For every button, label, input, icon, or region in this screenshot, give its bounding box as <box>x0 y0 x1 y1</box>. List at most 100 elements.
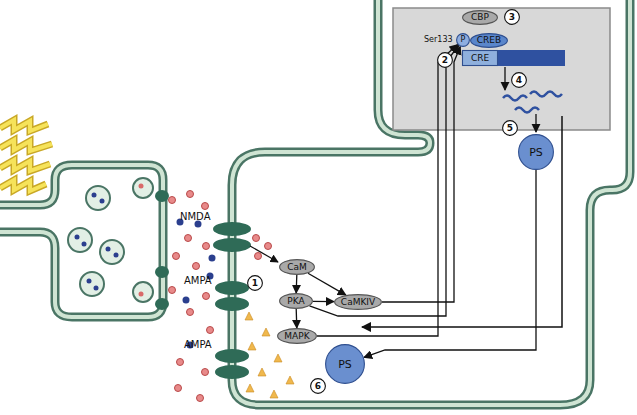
protein-triangle <box>274 354 282 362</box>
calcium-dot <box>253 235 260 242</box>
callout-number: 4 <box>516 76 522 85</box>
protein-ellipse: CaM <box>279 259 315 275</box>
node-label: PKA <box>287 297 304 306</box>
glutamate-dot <box>169 197 176 204</box>
node-label: PS <box>338 359 352 370</box>
transmitter-dot <box>106 247 111 252</box>
glutamate-dot <box>202 203 209 210</box>
lightning-bolt <box>0 180 46 191</box>
vesicle <box>68 228 92 252</box>
membrane-band <box>232 0 630 405</box>
nucleus <box>393 8 610 130</box>
signal-arrow <box>308 273 346 295</box>
calcium-dot <box>255 253 262 260</box>
node-label: MAPK <box>284 332 309 341</box>
node-label: CREB <box>477 36 501 45</box>
protein-ellipse: PKA <box>279 293 313 309</box>
protein-triangle <box>245 312 253 320</box>
transmitter-dot <box>92 193 97 198</box>
callout-number: 1 <box>252 279 258 288</box>
translation-arrow <box>535 114 536 132</box>
shape-fill <box>457 34 470 47</box>
node-label: CRE <box>471 54 489 63</box>
receptor-label: NMDA <box>180 212 210 222</box>
glutamate-dot <box>202 369 209 376</box>
protein-ellipse: CaMKIV <box>334 294 382 310</box>
signal-arrow <box>313 301 334 303</box>
glutamate-dot <box>203 293 210 300</box>
receptor <box>155 190 169 202</box>
shape-fill <box>280 294 313 309</box>
glutamate-dot <box>187 309 194 316</box>
transmitter-dot <box>114 253 119 258</box>
vesicle <box>80 272 104 296</box>
receptor-label: AMPA <box>184 276 212 286</box>
glutamate-dot <box>197 395 204 402</box>
shape-fill <box>311 379 326 394</box>
callout-circle: 1 <box>247 275 263 291</box>
ampa-receptor <box>215 297 249 311</box>
shape-fill <box>248 276 263 291</box>
glutamate-dot <box>203 243 210 250</box>
protein-triangle <box>262 328 270 336</box>
glutamate-dot <box>187 191 194 198</box>
promoter-box: CRE <box>462 50 498 66</box>
callout-circle: 6 <box>310 378 326 394</box>
signal-arrow <box>296 275 298 293</box>
lightning-bolt <box>0 140 52 151</box>
glutamate-dot <box>177 359 184 366</box>
calcium-arrow <box>250 246 278 262</box>
signal-arrow <box>382 47 460 303</box>
lightning-bolt <box>0 120 48 131</box>
mrna <box>515 108 539 113</box>
nmda-receptor <box>213 222 251 236</box>
lightning-bolt <box>0 160 50 171</box>
node-label: CBP <box>471 13 489 22</box>
transport-arrow <box>362 116 562 327</box>
callout-number: 6 <box>315 382 321 391</box>
vesicle <box>86 186 110 210</box>
glycine-dot <box>209 255 216 262</box>
lightning-bolt <box>0 160 50 171</box>
protein-ellipse: CBP <box>462 10 498 25</box>
ampa-receptor <box>215 349 249 363</box>
transmitter-dot <box>87 279 92 284</box>
shape-fill <box>335 295 382 310</box>
shape-fill <box>471 33 508 47</box>
shape-fill <box>326 345 365 384</box>
signal-arrow <box>364 170 536 357</box>
vesicle <box>133 282 153 302</box>
transmitter-dot <box>139 292 144 297</box>
calcium-dot <box>265 243 272 250</box>
postsynaptic-membrane <box>232 0 630 405</box>
protein-circle: PS <box>518 134 554 170</box>
transmitter-dot <box>82 242 87 247</box>
mrna <box>530 92 562 97</box>
ampa-receptor <box>215 365 249 379</box>
signal-arrow <box>317 45 458 336</box>
signal-arrow <box>310 46 459 317</box>
nmda-receptor <box>213 238 251 252</box>
lightning-bolt <box>0 180 46 191</box>
transmitter-dot <box>139 184 144 189</box>
protein-triangle <box>286 376 294 384</box>
node-label: CaMKIV <box>341 298 375 307</box>
lightning-bolt <box>0 120 48 131</box>
callout-number: 2 <box>442 56 448 65</box>
node-label: PS <box>529 147 543 158</box>
ampa-receptor <box>215 281 249 295</box>
receptor <box>155 266 169 278</box>
transcription-arrow <box>504 67 505 90</box>
glutamate-dot <box>193 263 200 270</box>
transmitter-dot <box>75 235 80 240</box>
shape-fill <box>512 73 527 88</box>
transmitter-dot <box>94 286 99 291</box>
shape-fill <box>278 329 317 344</box>
residue-label: Ser133 <box>424 36 453 44</box>
shape-fill <box>463 10 498 24</box>
receptor <box>155 298 169 310</box>
phosphate-circle: P <box>456 33 470 47</box>
